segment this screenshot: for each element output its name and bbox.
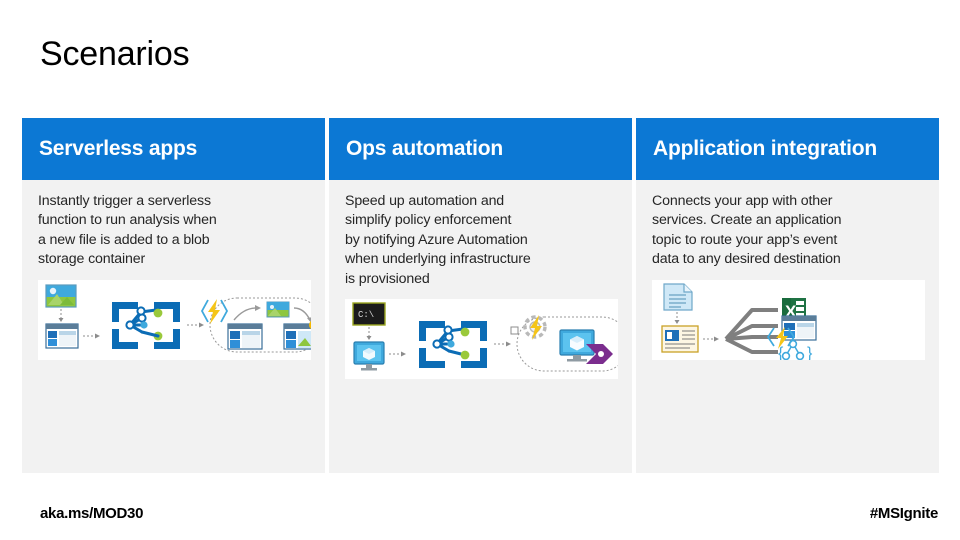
flow-arrow-down (674, 311, 680, 324)
flow-arrow-down (58, 308, 64, 322)
document-icon (663, 283, 693, 311)
ops-automation-diagram: C:\ (345, 299, 618, 380)
column-header-label: Ops automation (346, 136, 504, 160)
application-integration-diagram: X (652, 279, 925, 360)
column-description: Instantly trigger a serverless function … (38, 193, 217, 268)
scenario-columns: Serverless apps Instantly trigger a serv… (22, 118, 939, 473)
scenario-column-serverless-apps: Serverless apps Instantly trigger a serv… (22, 118, 325, 473)
flow-arrow-right-2 (494, 341, 511, 347)
column-body-serverless-apps: Instantly trigger a serverless function … (22, 180, 325, 473)
virtual-machine-icon (353, 341, 385, 371)
resource-icon (559, 329, 595, 362)
event-grid-icon (112, 301, 180, 349)
flow-arrow-down (366, 327, 372, 341)
column-body-ops-automation: Speed up automation and simplify policy … (329, 180, 632, 473)
flow-arrow-right-1 (83, 333, 100, 339)
processing-boundary (209, 297, 311, 353)
column-header-serverless-apps: Serverless apps (22, 118, 325, 180)
processed-image-icon (283, 320, 311, 350)
svg-text:{: { (778, 345, 784, 360)
azure-functions-lightning-icon (200, 298, 229, 324)
scenario-column-application-integration: Application integration Connects your ap… (636, 118, 939, 473)
image-file-icon (45, 284, 77, 308)
svg-text:C:\: C:\ (358, 310, 374, 320)
event-grid-icon (419, 321, 487, 369)
flow-arrow-right-1 (703, 336, 719, 342)
logic-app-icon: { } (778, 339, 813, 360)
column-description: Connects your app with other services. C… (652, 193, 842, 268)
footer-link[interactable]: aka.ms/MOD30 (40, 505, 144, 522)
fanout-connectors (724, 307, 778, 354)
serverless-apps-diagram (38, 279, 311, 360)
thumbnail-icon (266, 301, 290, 318)
curve-arrow-1 (233, 306, 257, 321)
column-description: Speed up automation and simplify policy … (345, 193, 531, 287)
flow-arrow-right-1 (389, 351, 406, 357)
blob-storage-icon (45, 323, 79, 349)
scenario-column-ops-automation: Ops automation Speed up automation and s… (329, 118, 632, 473)
automation-gear-lightning-icon (510, 315, 547, 341)
footer-hashtag: #MSIgnite (869, 505, 938, 522)
column-header-ops-automation: Ops automation (329, 118, 632, 180)
column-header-label: Application integration (653, 136, 878, 160)
svg-text:}: } (807, 345, 813, 360)
column-header-label: Serverless apps (39, 136, 198, 160)
cli-terminal-icon: C:\ (352, 302, 386, 326)
column-header-application-integration: Application integration (636, 118, 939, 180)
flow-arrow-right-2 (187, 322, 204, 328)
automation-boundary (516, 316, 618, 372)
application-icon (661, 324, 699, 353)
column-body-application-integration: Connects your app with other services. C… (636, 180, 939, 473)
image-processing-icon (227, 323, 263, 350)
tag-icon (586, 344, 613, 365)
page-title: Scenarios (40, 35, 190, 73)
